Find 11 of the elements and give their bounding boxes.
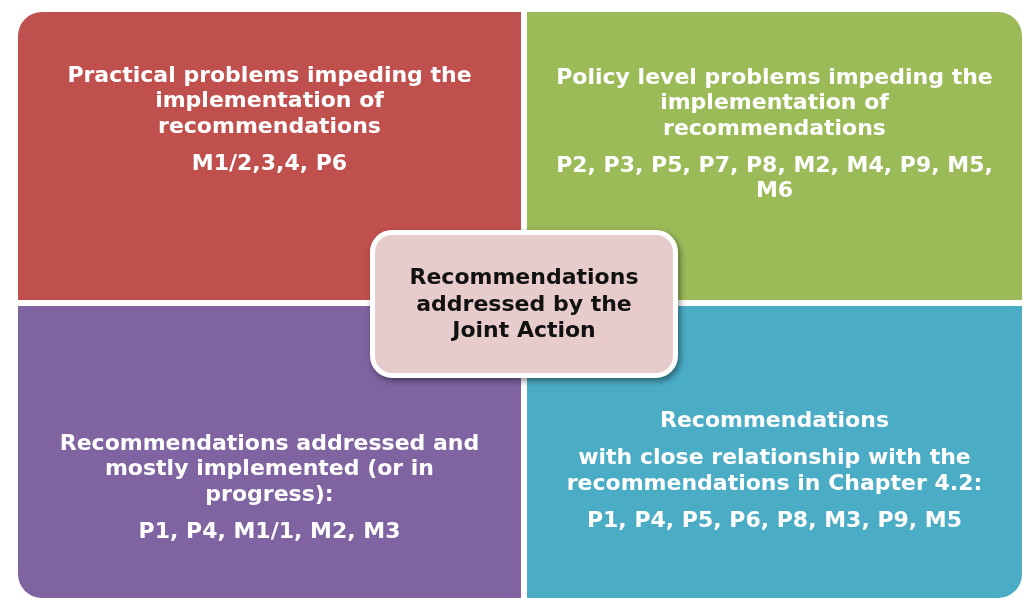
center-box [370,230,678,378]
code-list: P1, P4, M1/1, M2, M3 [138,517,401,544]
panel-heading: Recommendations addressed and mostly implemented (or in progress): [58,430,481,506]
panel-heading: Practical problems impeding the implementation of recommendations [66,62,473,138]
panel-heading: with close relationship with the recommendations in Chapter 4.2: [565,444,984,495]
code-list: M1/2,3,4, P6 [191,149,348,176]
code-list: P1, P4, P5, P6, P8, M3, P9, M5 [586,506,963,533]
panel-heading: Policy level problems impeding the implementation of recommendations [555,64,994,140]
panel-heading: Recommendations [660,407,889,433]
code-list: P2, P3, P5, P7, P8, M2, M4, P9, M5, M6 [551,151,998,203]
center-heading: Recommendations addressed by the Joint Action [408,264,640,344]
